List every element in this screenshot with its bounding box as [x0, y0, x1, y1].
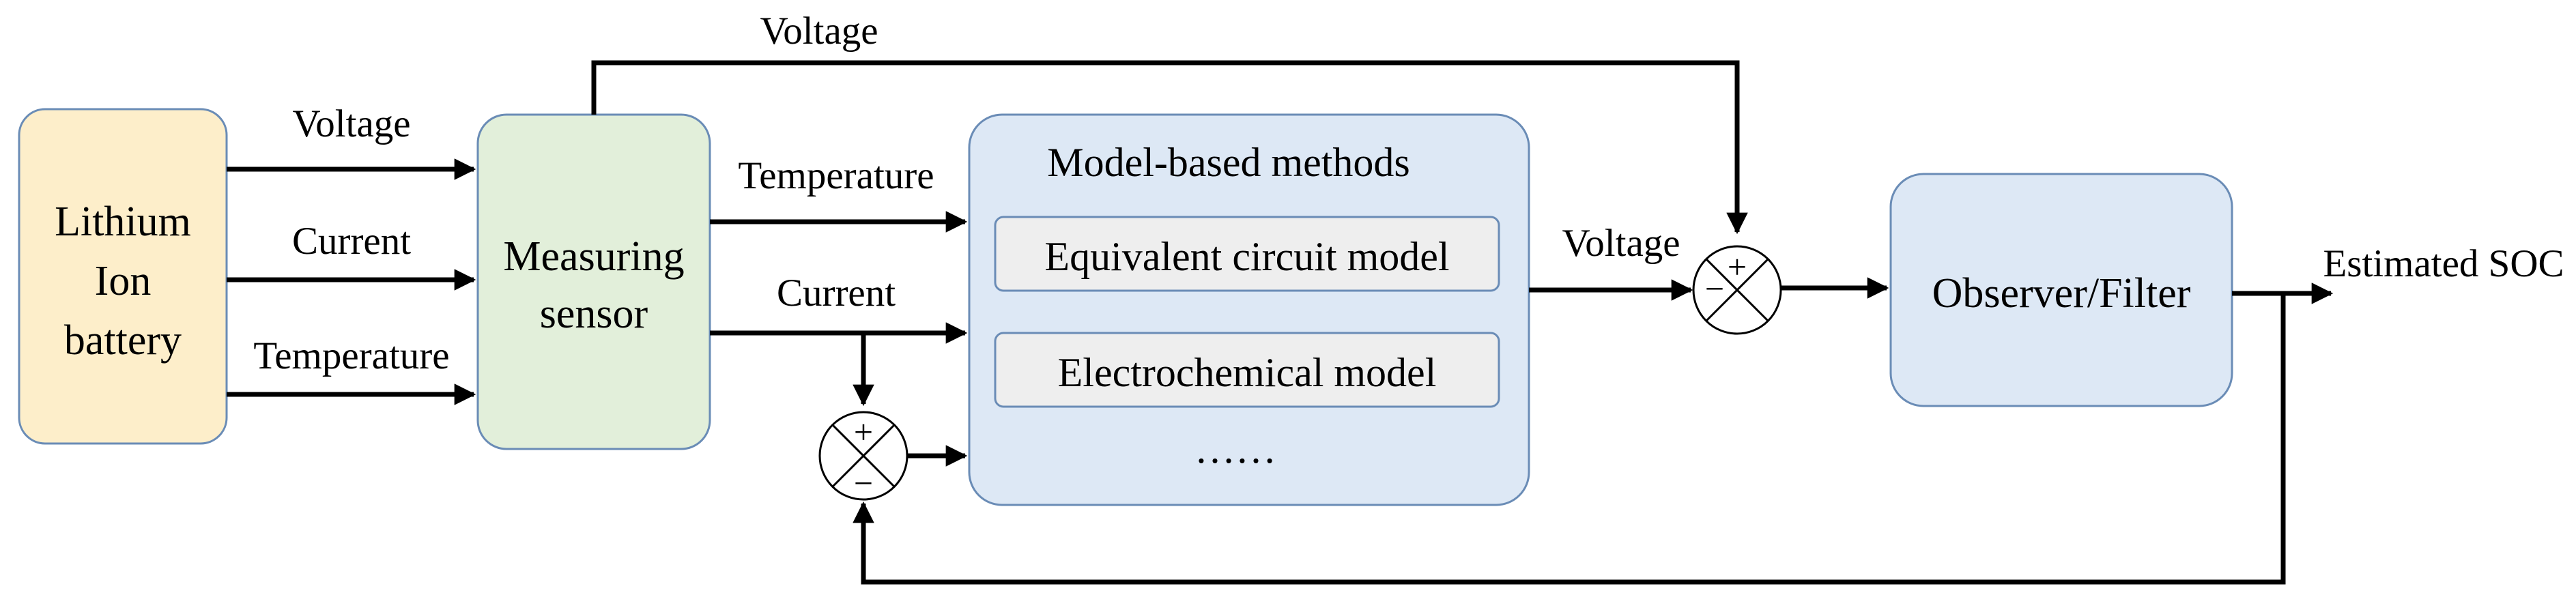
battery-block: Lithium Ion battery	[18, 108, 228, 445]
observer-box	[1889, 173, 2233, 407]
sensor-block: Measuring sensor	[476, 113, 711, 450]
current-label-sensor-model: Current	[777, 272, 896, 315]
model-voltage-output-label: Voltage	[1562, 222, 1680, 265]
sensor-label-line-1: Measuring	[503, 233, 684, 280]
observer-block: Observer/Filter	[1889, 173, 2233, 407]
equivalent-circuit-model-label: Equivalent circuit model	[1044, 234, 1449, 279]
summing-junction-2: + −	[1692, 245, 1782, 335]
battery-label-line-2: Ion	[95, 258, 152, 304]
voltage-label-battery-sensor: Voltage	[292, 102, 410, 145]
junction-2-plus-sign: +	[1728, 248, 1747, 286]
junction-1-minus-sign: −	[854, 464, 873, 502]
temperature-label-battery-sensor: Temperature	[253, 334, 449, 377]
battery-box	[18, 108, 228, 445]
sensor-box	[476, 113, 711, 450]
top-voltage-label: Voltage	[760, 10, 878, 53]
temperature-label-sensor-model: Temperature	[738, 154, 934, 197]
electrochemical-model-box	[994, 332, 1500, 408]
model-block: Model-based methods Equivalent circuit m…	[968, 113, 1530, 506]
model-title: Model-based methods	[1047, 140, 1410, 185]
top-voltage-feedback-connector	[591, 60, 1748, 235]
model-ellipsis: ……	[1194, 426, 1276, 471]
junction-1-plus-sign: +	[854, 413, 873, 451]
estimated-soc-label: Estimated SOC	[2323, 242, 2564, 285]
sensor-label-line-2: sensor	[540, 291, 648, 337]
equivalent-circuit-model-box	[994, 216, 1500, 292]
current-label-battery-sensor: Current	[292, 220, 411, 263]
soc-feedback-connector	[853, 293, 2286, 585]
battery-label-line-3: battery	[64, 317, 182, 364]
junction-2-minus-sign: −	[1705, 270, 1724, 308]
electrochemical-model-label: Electrochemical model	[1058, 350, 1437, 395]
battery-label-line-1: Lithium	[55, 199, 191, 245]
observer-label: Observer/Filter	[1932, 270, 2191, 317]
summing-junction-1: + −	[818, 411, 908, 502]
